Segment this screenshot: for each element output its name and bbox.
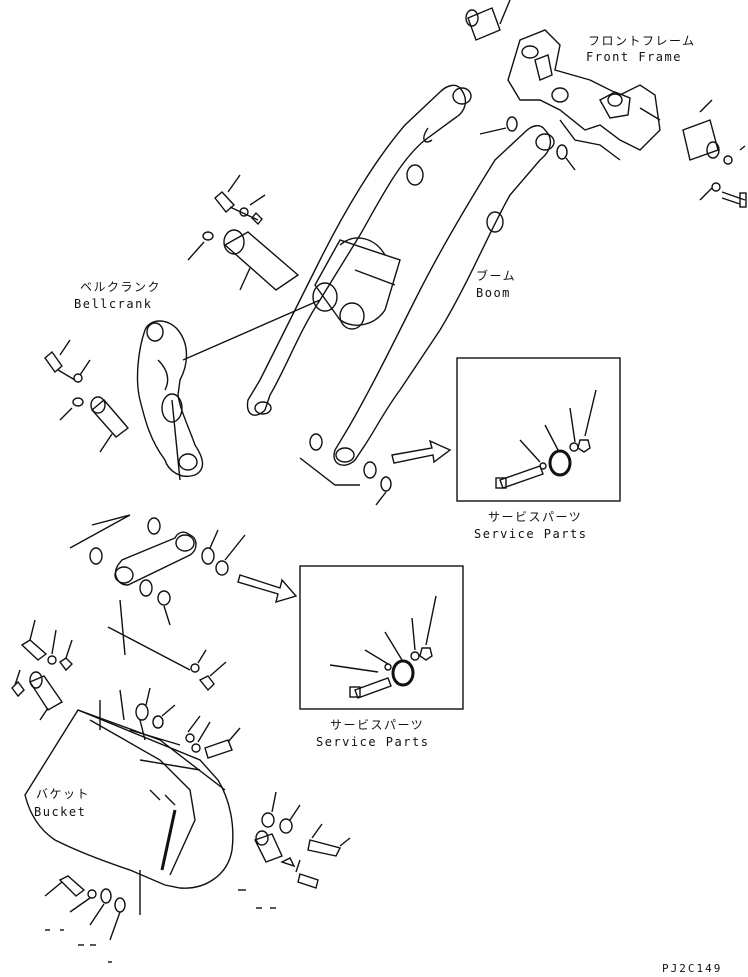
bellcrank-label-jp: ベルクランク: [80, 280, 162, 294]
frame-pin-top: [465, 0, 511, 41]
bellcrank: [136, 299, 321, 481]
service-parts-2-label-jp: サービスパーツ: [330, 718, 425, 732]
boom-pin: [223, 229, 300, 291]
front-frame-label-jp: フロントフレーム: [588, 34, 696, 48]
bucket-bolts-left: [11, 619, 73, 698]
boom-label-jp: ブーム: [476, 269, 517, 283]
bucket-bolts-right: [261, 791, 351, 889]
bucket-label-en: Bucket: [34, 805, 87, 819]
bellcrank-label-en: Bellcrank: [74, 297, 153, 311]
service-parts-2-label-en: Service Parts: [316, 735, 430, 749]
front-frame-label-en: Front Frame: [586, 50, 682, 64]
bucket: [24, 599, 234, 889]
bellcrank-bolts: [44, 339, 91, 421]
boom-lower-shims: [299, 433, 392, 506]
dash-marks: [45, 889, 276, 963]
arrow-1: [391, 439, 452, 464]
service-parts-1-label-en: Service Parts: [474, 527, 588, 541]
drawing-code: PJ2C149: [662, 962, 723, 975]
service-parts-box-1: [456, 357, 621, 502]
service-parts-box-2: [299, 565, 464, 710]
link: [114, 531, 197, 586]
frame-shims: [479, 116, 576, 171]
boom-bolts: [187, 174, 266, 261]
bucket-bolts-bottom: [44, 870, 141, 941]
bucket-pins: [28, 671, 283, 863]
boom: [246, 84, 555, 466]
arrow-2: [237, 574, 298, 604]
link-shims: [69, 514, 246, 626]
front-frame: [507, 29, 661, 161]
boom-label-en: Boom: [476, 286, 511, 300]
service-parts-1-label-jp: サービスパーツ: [488, 510, 583, 524]
frame-pin-right: [682, 99, 747, 208]
bucket-label-jp: バケット: [36, 787, 91, 801]
bellcrank-pin: [90, 396, 130, 453]
bucket-bolts-middle: [135, 649, 241, 759]
